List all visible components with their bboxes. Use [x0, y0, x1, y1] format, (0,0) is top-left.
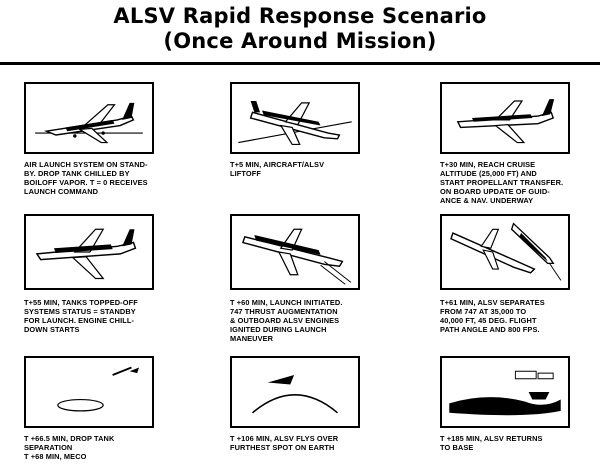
- title-block: ALSV Rapid Response Scenario (Once Aroun…: [0, 4, 600, 54]
- illustration-frame: [440, 214, 570, 290]
- aircraft-liftoff-illustration: [238, 101, 352, 146]
- illustration-frame: [440, 82, 570, 154]
- illustration-frame: [230, 214, 360, 290]
- drop-tank-separation-illustration: [57, 366, 140, 412]
- return-to-base-illustration: [449, 370, 561, 416]
- tanks-topped-off-illustration: [35, 228, 137, 280]
- illustration-frame: [24, 82, 154, 154]
- illustration-frame: [440, 356, 570, 428]
- page-title: ALSV Rapid Response Scenario: [113, 4, 487, 28]
- illustration-frame: [230, 356, 360, 428]
- panel-caption: T +60 MIN, LAUNCH INITIATED.747 THRUST A…: [230, 298, 343, 343]
- aircraft-cruise-illustration: [456, 99, 555, 144]
- orbit-earth-illustration: [252, 375, 338, 414]
- launch-initiated-illustration: [241, 228, 352, 285]
- illustration-frame: [230, 82, 360, 154]
- title-divider: [0, 62, 600, 65]
- aircraft-standby-illustration: [35, 102, 143, 144]
- panel-caption: AIR LAUNCH SYSTEM ON STAND-BY. DROP TANK…: [24, 160, 148, 196]
- page-subtitle: (Once Around Mission): [163, 29, 437, 53]
- alsv-separation-illustration: [450, 222, 562, 281]
- illustration-frame: [24, 214, 154, 290]
- illustration-frame: [24, 356, 154, 428]
